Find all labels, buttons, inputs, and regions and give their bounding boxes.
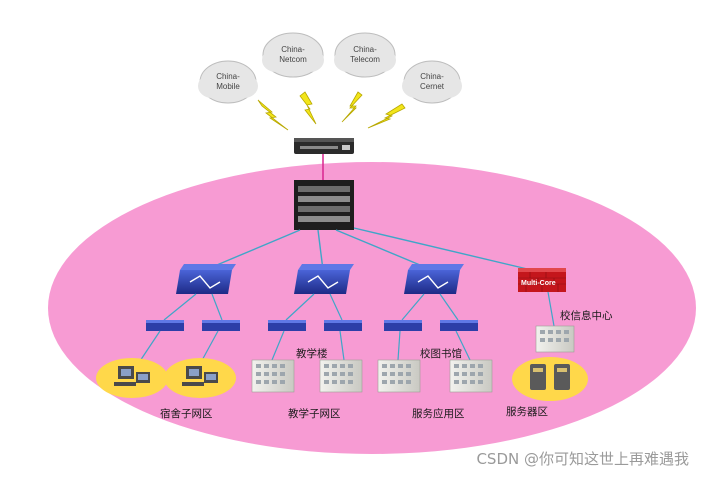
cloud-china-cernet (402, 60, 462, 104)
edge-router (294, 138, 354, 154)
cloud-china-mobile (198, 60, 258, 104)
teaching-building-label: 教学楼 (296, 348, 328, 360)
firewall-label: Multi-Core (521, 280, 556, 287)
access-switch (146, 320, 478, 331)
distribution-switch-2 (294, 264, 354, 294)
library-label: 校图书馆 (420, 348, 462, 360)
core-links (204, 227, 541, 273)
teaching-subnet-label: 教学子网区 (288, 408, 341, 420)
lightning-icon (257, 91, 406, 131)
access-links (163, 291, 555, 327)
core-switch (294, 180, 354, 230)
distribution-switch-1 (176, 264, 236, 294)
cloud-china-netcom (262, 32, 324, 78)
firewall (518, 268, 566, 292)
campus-info-center-label: 校信息中心 (560, 310, 613, 322)
isp-label: China- Cernet (419, 72, 444, 91)
isp-label: China- Telecom (350, 45, 380, 64)
service-app-zone-label: 服务应用区 (412, 408, 465, 420)
building-icon (251, 325, 575, 393)
server-zone (512, 357, 588, 401)
cloud-china-telecom (334, 32, 396, 78)
isp-label: China- Mobile (216, 72, 240, 91)
dorm-zone (96, 358, 236, 398)
distribution-switch-3 (404, 264, 464, 294)
dorm-subnet-label: 宿舍子网区 (160, 408, 213, 420)
watermark: CSDN @你可知这世上再难遇我 (476, 450, 689, 468)
isp-label: China- Netcom (279, 45, 307, 64)
server-zone-label: 服务器区 (506, 406, 548, 418)
